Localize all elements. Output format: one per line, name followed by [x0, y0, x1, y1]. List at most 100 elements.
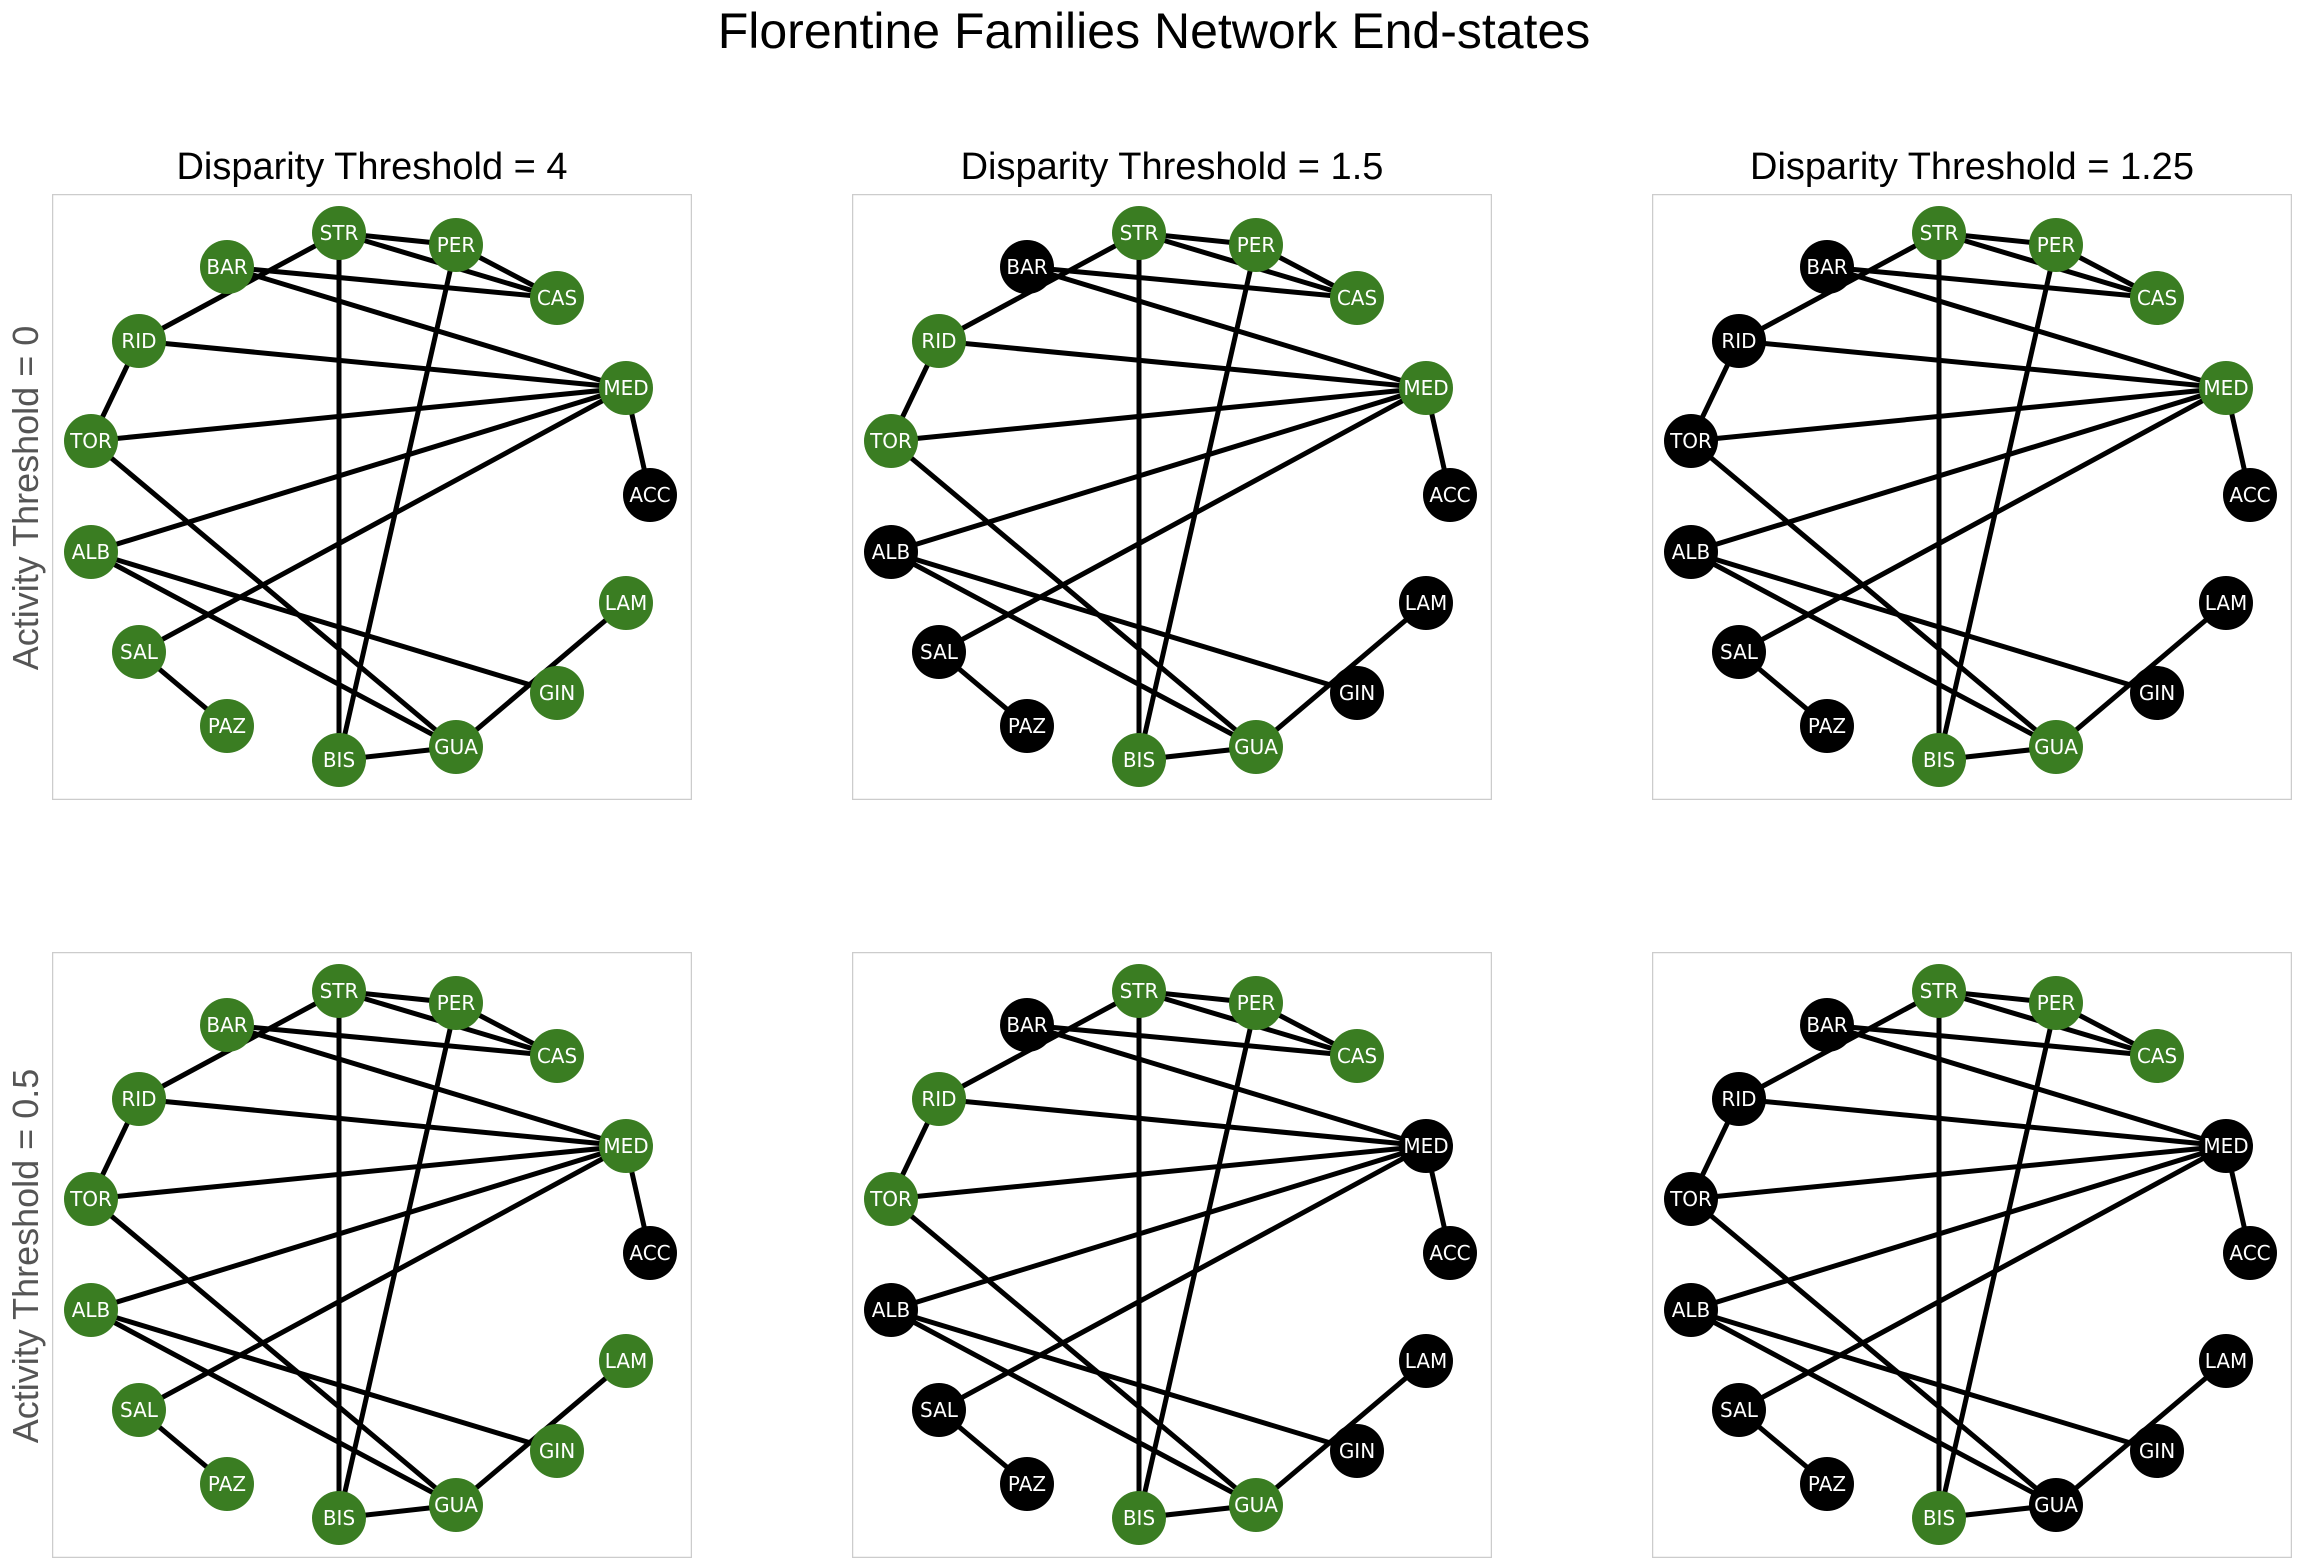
node-label: RID	[121, 1087, 156, 1111]
node-circle	[623, 1226, 677, 1280]
node-bis: BIS	[1912, 733, 1966, 787]
node-circle	[1229, 1478, 1283, 1532]
edge-cas-bar	[1826, 264, 2158, 301]
node-circle	[429, 218, 483, 272]
node-circle	[1330, 1424, 1384, 1478]
node-circle	[312, 206, 366, 260]
node-label: STR	[320, 221, 359, 245]
node-circle	[2029, 1478, 2083, 1532]
node-label: CAS	[2137, 1044, 2177, 1068]
node-per: PER	[2029, 218, 2083, 272]
node-circle	[912, 625, 966, 679]
edge-med-bar	[226, 1022, 627, 1149]
figure-title: Florentine Families Network End-states	[717, 3, 1591, 59]
node-label: MED	[2203, 376, 2248, 400]
node-tor: TOR	[864, 414, 918, 468]
node-acc: ACC	[2223, 1226, 2277, 1280]
edge-gua-alb	[1689, 549, 2058, 750]
edge-med-rid	[138, 338, 627, 391]
node-circle	[1000, 699, 1054, 753]
node-circle	[864, 525, 918, 579]
node-circle	[530, 271, 584, 325]
edge-cas-bar	[226, 264, 558, 301]
node-alb: ALB	[864, 525, 918, 579]
node-rid: RID	[1712, 314, 1766, 368]
node-label: GUA	[2034, 735, 2078, 759]
node-label: PER	[2037, 991, 2076, 1015]
node-label: RID	[1721, 329, 1756, 353]
node-per: PER	[1229, 218, 1283, 272]
node-circle	[429, 1478, 483, 1532]
node-label: TOR	[1669, 429, 1712, 453]
edge-cas-bar	[1826, 1022, 2158, 1059]
edge-med-sal	[937, 385, 1428, 655]
row-title-1: Activity Threshold = 0	[5, 325, 46, 671]
node-circle	[1399, 576, 1453, 630]
node-label: BAR	[206, 1013, 247, 1037]
node-label: TOR	[1669, 1187, 1712, 1211]
node-per: PER	[2029, 976, 2083, 1030]
node-bar: BAR	[1000, 240, 1054, 294]
node-circle	[1664, 1283, 1718, 1337]
node-alb: ALB	[64, 1283, 118, 1337]
node-label: RID	[121, 329, 156, 353]
node-circle	[599, 361, 653, 415]
node-circle	[864, 1172, 918, 1226]
node-per: PER	[1229, 976, 1283, 1030]
node-circle	[530, 1424, 584, 1478]
edge-gin-alb	[890, 549, 1358, 696]
edge-per-bis	[336, 1002, 459, 1519]
node-label: LAM	[2205, 591, 2248, 615]
edge-per-bis	[336, 244, 459, 761]
node-circle	[64, 414, 118, 468]
node-rid: RID	[912, 1072, 966, 1126]
node-label: ACC	[1429, 483, 1470, 507]
node-circle	[1330, 666, 1384, 720]
node-sal: SAL	[912, 1383, 966, 1437]
node-circle	[312, 1491, 366, 1545]
node-label: CAS	[2137, 286, 2177, 310]
node-circle	[2223, 1226, 2277, 1280]
node-label: ACC	[629, 1241, 670, 1265]
row-title-2: Activity Threshold = 0.5	[5, 1068, 46, 1444]
node-circle	[1330, 271, 1384, 325]
node-label: PAZ	[1008, 714, 1046, 738]
node-paz: PAZ	[200, 1457, 254, 1511]
node-paz: PAZ	[1000, 699, 1054, 753]
node-label: CAS	[537, 1044, 577, 1068]
node-circle	[1912, 1491, 1966, 1545]
column-title-2: Disparity Threshold = 1.5	[960, 146, 1384, 188]
node-label: SAL	[120, 1398, 159, 1422]
edge-med-sal	[137, 1143, 628, 1413]
node-gin: GIN	[1330, 1424, 1384, 1478]
node-circle	[1112, 733, 1166, 787]
edge-med-bar	[1826, 264, 2227, 391]
node-circle	[1664, 1172, 1718, 1226]
node-label: ALB	[872, 540, 911, 564]
edge-gua-alb	[889, 549, 1258, 750]
node-circle	[200, 998, 254, 1052]
node-label: MED	[603, 376, 648, 400]
node-label: BIS	[1923, 748, 1955, 772]
panel-frame	[1652, 952, 2292, 1558]
node-acc: ACC	[623, 468, 677, 522]
node-label: ALB	[1672, 1298, 1711, 1322]
edge-per-bis	[1936, 1002, 2059, 1519]
node-label: BIS	[323, 1506, 355, 1530]
node-bar: BAR	[1800, 240, 1854, 294]
node-acc: ACC	[623, 1226, 677, 1280]
node-circle	[1800, 998, 1854, 1052]
edge-med-alb	[890, 385, 1427, 555]
node-gua: GUA	[1229, 1478, 1283, 1532]
node-circle	[1712, 1072, 1766, 1126]
node-paz: PAZ	[200, 699, 254, 753]
node-circle	[1664, 414, 1718, 468]
node-circle	[1229, 218, 1283, 272]
column-title-3: Disparity Threshold = 1.25	[1750, 146, 2194, 188]
node-circle	[1000, 240, 1054, 294]
node-med: MED	[1399, 1119, 1453, 1173]
node-label: CAS	[537, 286, 577, 310]
node-label: RID	[1721, 1087, 1756, 1111]
